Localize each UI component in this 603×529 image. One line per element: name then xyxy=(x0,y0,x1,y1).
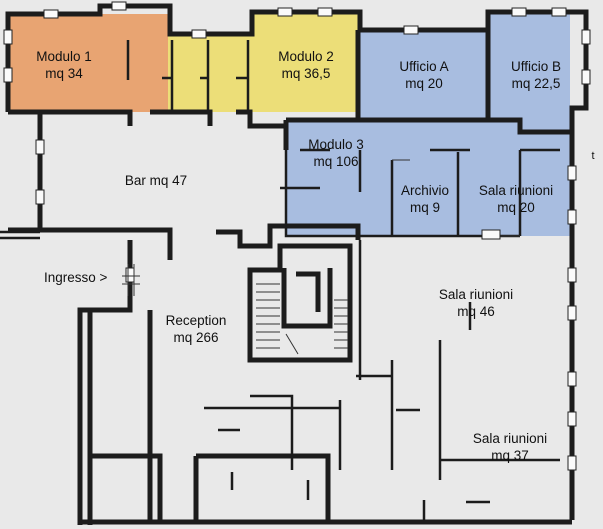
window xyxy=(567,305,577,321)
room-name: Reception xyxy=(165,313,227,328)
room-name: Modulo 1 xyxy=(36,49,92,64)
window xyxy=(481,229,501,240)
modulo-2-fill-a xyxy=(168,34,252,112)
room-label-sala-riunioni-37: Sala riunioni mq 37 xyxy=(462,430,558,464)
room-area: mq 34 xyxy=(45,66,83,81)
entrance-label: Ingresso > xyxy=(44,269,124,286)
room-name: Ufficio B xyxy=(510,59,562,74)
window xyxy=(3,29,13,45)
room-label-modulo-3: Modulo 3 mq 106 xyxy=(298,136,374,170)
room-area: mq 20 xyxy=(497,200,535,215)
room-label-ufficio-a: Ufficio A mq 20 xyxy=(386,58,462,92)
modulo-partitions xyxy=(126,40,250,110)
window xyxy=(35,189,45,205)
room-area: mq 46 xyxy=(457,304,495,319)
room-name: Sala riunioni xyxy=(438,287,514,302)
window xyxy=(567,371,577,387)
outer-wall xyxy=(5,3,589,140)
room-name: Ufficio A xyxy=(399,59,449,74)
west-entrance-line xyxy=(0,230,40,240)
lower-partitions xyxy=(204,240,560,480)
room-name: Modulo 3 xyxy=(308,137,364,152)
window xyxy=(567,455,577,471)
room-area: mq 266 xyxy=(173,330,219,345)
bar-north-wall xyxy=(8,109,289,150)
room-label-archivio: Archivio mq 9 xyxy=(392,182,458,216)
window xyxy=(551,7,567,17)
window xyxy=(35,139,45,155)
room-area: mq 106 xyxy=(313,154,359,169)
archivio-door xyxy=(392,159,520,237)
room-area: mq 37 xyxy=(491,448,529,463)
window xyxy=(403,25,419,35)
window xyxy=(581,69,591,85)
window xyxy=(3,67,13,83)
entrance-text: Ingresso > xyxy=(44,270,108,285)
window xyxy=(277,7,293,17)
room-area: mq 36,5 xyxy=(281,66,331,81)
entrance-door-ticks xyxy=(122,264,140,296)
uffici-partitions xyxy=(286,30,570,135)
window xyxy=(567,209,577,225)
modulo-1-fill xyxy=(8,14,168,112)
room-name: Bar mq 47 xyxy=(124,173,188,188)
room-area: mq 9 xyxy=(409,200,440,215)
reception-left-walls xyxy=(77,240,173,525)
window xyxy=(567,267,577,283)
room-name: Sala riunioni xyxy=(478,183,554,198)
lower-stubs xyxy=(218,302,490,520)
window xyxy=(43,9,59,19)
room-name: Archivio xyxy=(400,183,449,198)
room-label-modulo-1: Modulo 1 mq 34 xyxy=(28,48,100,82)
edge-mark: t xyxy=(588,148,598,165)
room-label-sala-riunioni-46: Sala riunioni mq 46 xyxy=(428,286,524,320)
stair-treads xyxy=(256,283,348,355)
window xyxy=(567,411,577,427)
window xyxy=(567,165,577,181)
room-area: mq 20 xyxy=(405,76,443,91)
room-label-bar: Bar mq 47 xyxy=(104,172,208,189)
window xyxy=(191,29,207,39)
modulo-3-partitions xyxy=(280,148,560,238)
modulo-2-fill-b xyxy=(252,14,358,112)
stair-inner xyxy=(281,268,333,329)
room-label-ufficio-b: Ufficio B mq 22,5 xyxy=(498,58,574,92)
bar-south-wall xyxy=(40,223,361,249)
edge-mark-text: t xyxy=(591,150,595,162)
window xyxy=(511,7,527,17)
lower-enclosure xyxy=(88,453,331,522)
room-name: Modulo 2 xyxy=(278,49,334,64)
room-label-modulo-2: Modulo 2 mq 36,5 xyxy=(268,48,344,82)
window xyxy=(111,1,127,11)
room-name: Sala riunioni xyxy=(472,431,548,446)
uffici-fill-right xyxy=(488,14,570,120)
uffici-fill-bottom xyxy=(286,120,570,236)
room-label-sala-riunioni-20: Sala riunioni mq 20 xyxy=(468,182,564,216)
window xyxy=(581,29,591,45)
stair-enclosure xyxy=(247,243,353,363)
room-area: mq 22,5 xyxy=(511,76,561,91)
room-label-reception: Reception mq 266 xyxy=(156,312,236,346)
window xyxy=(317,7,333,17)
